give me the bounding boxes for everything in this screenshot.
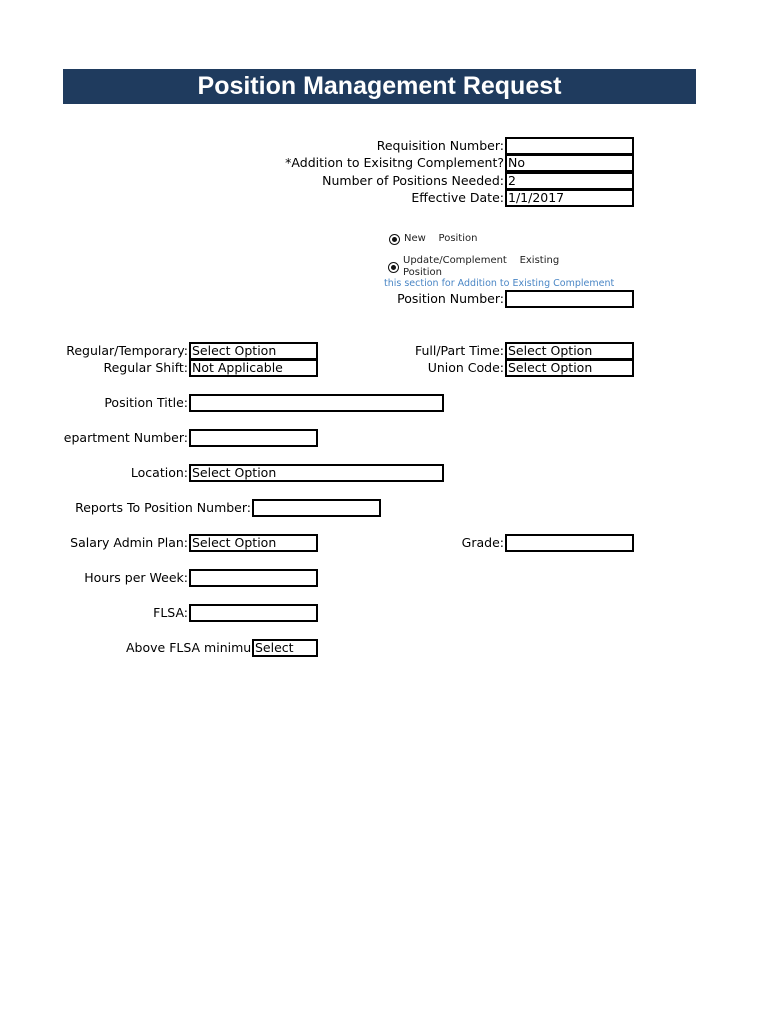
hours-per-week-field[interactable]: [189, 569, 318, 587]
radio-update-complement[interactable]: Update/Complement Existing Position: [388, 255, 559, 279]
page-title: Position Management Request: [63, 69, 696, 104]
hours-per-week-label: Hours per Week:: [84, 570, 188, 585]
radio-new-position-label: New Position: [404, 233, 478, 244]
radio-selected-icon: [389, 233, 400, 245]
requisition-number-field[interactable]: [505, 137, 634, 155]
department-number-label: Department Number:: [63, 429, 188, 447]
department-number-label-text: Department Number:: [63, 430, 188, 445]
above-flsa-select[interactable]: Select: [252, 639, 318, 657]
number-of-positions-field[interactable]: 2: [505, 172, 634, 190]
addition-to-complement-label: *Addition to Exisitng Complement?: [285, 155, 504, 170]
location-select[interactable]: Select Option: [189, 464, 444, 482]
flsa-label: FLSA:: [153, 605, 188, 620]
union-code-label: Union Code:: [427, 360, 504, 375]
union-code-select[interactable]: Select Option: [505, 359, 634, 377]
position-number-label: Position Number:: [397, 291, 504, 306]
regular-shift-select[interactable]: Not Applicable: [189, 359, 318, 377]
flsa-field[interactable]: [189, 604, 318, 622]
number-of-positions-label: Number of Positions Needed:: [322, 173, 504, 188]
radio-update-complement-label: Update/Complement Existing: [403, 255, 560, 266]
regular-temporary-label: Regular/Temporary:: [66, 343, 188, 358]
position-title-field[interactable]: [189, 394, 444, 412]
grade-field[interactable]: [505, 534, 634, 552]
grade-label: Grade:: [461, 535, 504, 550]
radio-selected-icon: [388, 261, 399, 273]
salary-admin-plan-select[interactable]: Select Option: [189, 534, 318, 552]
effective-date-label: Effective Date:: [411, 190, 504, 205]
radio-new-position[interactable]: New Position: [389, 233, 477, 245]
above-flsa-label: Above FLSA minimum: [126, 640, 252, 655]
reports-to-field[interactable]: [252, 499, 381, 517]
position-number-field[interactable]: [505, 290, 634, 308]
department-number-field[interactable]: [189, 429, 318, 447]
addition-to-complement-select[interactable]: No: [505, 154, 634, 172]
position-title-label: Position Title:: [104, 395, 188, 410]
full-part-time-label: Full/Part Time:: [414, 343, 504, 358]
location-label: Location:: [130, 465, 188, 480]
regular-shift-label: Regular Shift:: [103, 360, 188, 375]
full-part-time-select[interactable]: Select Option: [505, 342, 634, 360]
requisition-number-label: Requisition Number:: [376, 138, 504, 153]
reports-to-label: Reports To Position Number:: [75, 500, 251, 515]
radio-update-complement-label-2: Position: [403, 267, 442, 278]
effective-date-field[interactable]: 1/1/2017: [505, 189, 634, 207]
regular-temporary-select[interactable]: Select Option: [189, 342, 318, 360]
section-note: this section for Addition to Existing Co…: [384, 278, 615, 288]
salary-admin-plan-label: Salary Admin Plan:: [70, 535, 188, 550]
